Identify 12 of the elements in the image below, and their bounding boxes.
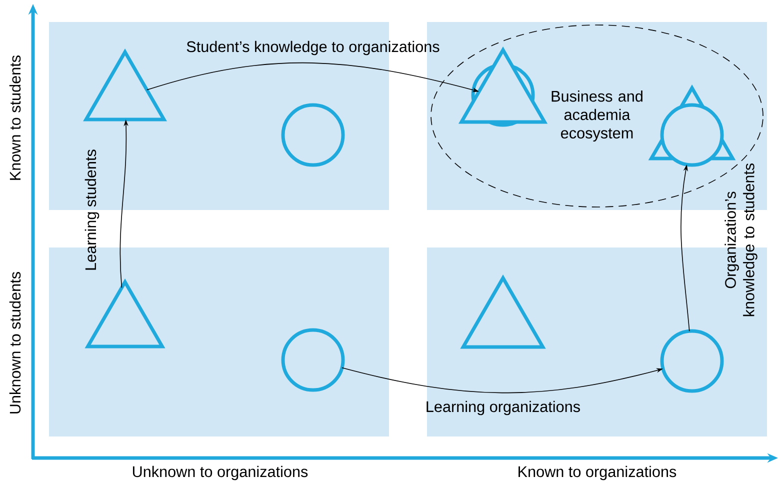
axis-label: Known to organizations	[518, 466, 676, 480]
circle-symbol	[660, 329, 724, 393]
edge-label: Learning organizations	[426, 400, 580, 416]
axis-label: Unknown to organizations	[132, 466, 308, 480]
edge-label: Student’s knowledge to organizations	[186, 40, 440, 56]
edge-label: Organization’s knowledge to students	[724, 163, 758, 316]
edge-label: Learning students	[84, 150, 100, 270]
axis-label: Unknown to students	[9, 272, 21, 414]
circle-symbol	[281, 103, 345, 167]
circle-symbol	[281, 328, 345, 392]
ecosystem-label: Business and academia ecosystem	[552, 90, 642, 142]
axis-label: Known to students	[9, 56, 21, 180]
